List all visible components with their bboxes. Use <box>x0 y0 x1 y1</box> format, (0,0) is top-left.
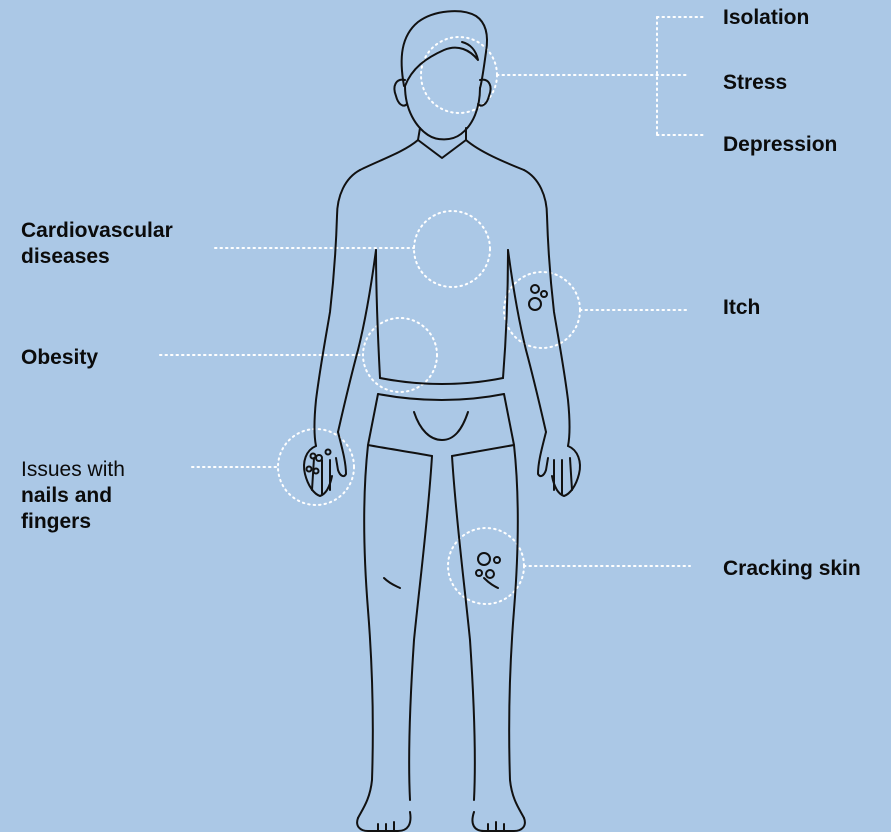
knee-spot <box>476 570 482 576</box>
right-inner-arm <box>508 250 546 432</box>
knee-skin-spots <box>476 553 500 578</box>
arm-skin-spots <box>529 285 547 310</box>
left-inner-arm <box>338 250 376 432</box>
left-knee-line <box>384 578 400 588</box>
nails-label-line2: nails and <box>21 483 125 509</box>
belt-bottom <box>378 394 504 400</box>
neck-left <box>418 128 420 140</box>
left-foot <box>357 812 410 831</box>
knee-spot <box>494 557 500 563</box>
nails-label-line1: Issues with <box>21 457 125 483</box>
right-hand <box>538 432 580 496</box>
hair-fringe <box>405 42 478 86</box>
left-hand <box>304 432 346 496</box>
right-leg-inner <box>452 456 475 800</box>
belt-top <box>380 378 503 384</box>
arm-spot <box>529 298 541 310</box>
arm-spot <box>541 291 547 297</box>
leader-lines <box>160 17 704 566</box>
obesity-label: Obesity <box>21 345 98 371</box>
nails-label-line3: fingers <box>21 509 125 535</box>
left-leg-outer <box>358 445 373 818</box>
arm-callout-circle <box>504 272 580 348</box>
cardiovascular-label: Cardiovascular diseases <box>21 218 173 270</box>
hand-spot <box>314 469 319 474</box>
left-toes <box>378 822 394 831</box>
hand-spot <box>307 467 312 472</box>
hand-spot <box>316 455 322 461</box>
right-toes <box>488 822 504 831</box>
cardiovascular-label-line2: diseases <box>21 244 173 270</box>
chest-callout-circle <box>414 211 490 287</box>
right-foot <box>472 812 524 831</box>
hand-spot <box>326 450 331 455</box>
cardiovascular-label-line1: Cardiovascular <box>21 218 173 244</box>
body-outline <box>304 11 580 831</box>
right-knee-line <box>484 578 498 588</box>
nails-fingers-label: Issues with nails and fingers <box>21 457 125 535</box>
right-leg-outer <box>509 445 524 818</box>
hand-spot <box>311 454 316 459</box>
depression-label: Depression <box>723 132 837 158</box>
cracking-skin-label: Cracking skin <box>723 556 861 582</box>
stress-label: Stress <box>723 70 787 96</box>
knee-spot <box>486 570 494 578</box>
isolation-label: Isolation <box>723 5 809 31</box>
left-shoulder-arm <box>315 170 361 446</box>
arm-spot <box>531 285 539 293</box>
knee-spot <box>478 553 490 565</box>
callout-circles <box>278 37 580 604</box>
collar <box>360 140 524 170</box>
left-leg-inner <box>409 456 432 800</box>
hand-skin-spots <box>307 450 331 474</box>
groin-curve <box>414 412 468 440</box>
torso-left <box>376 250 380 378</box>
itch-label: Itch <box>723 295 760 321</box>
shorts-outline <box>368 394 514 456</box>
